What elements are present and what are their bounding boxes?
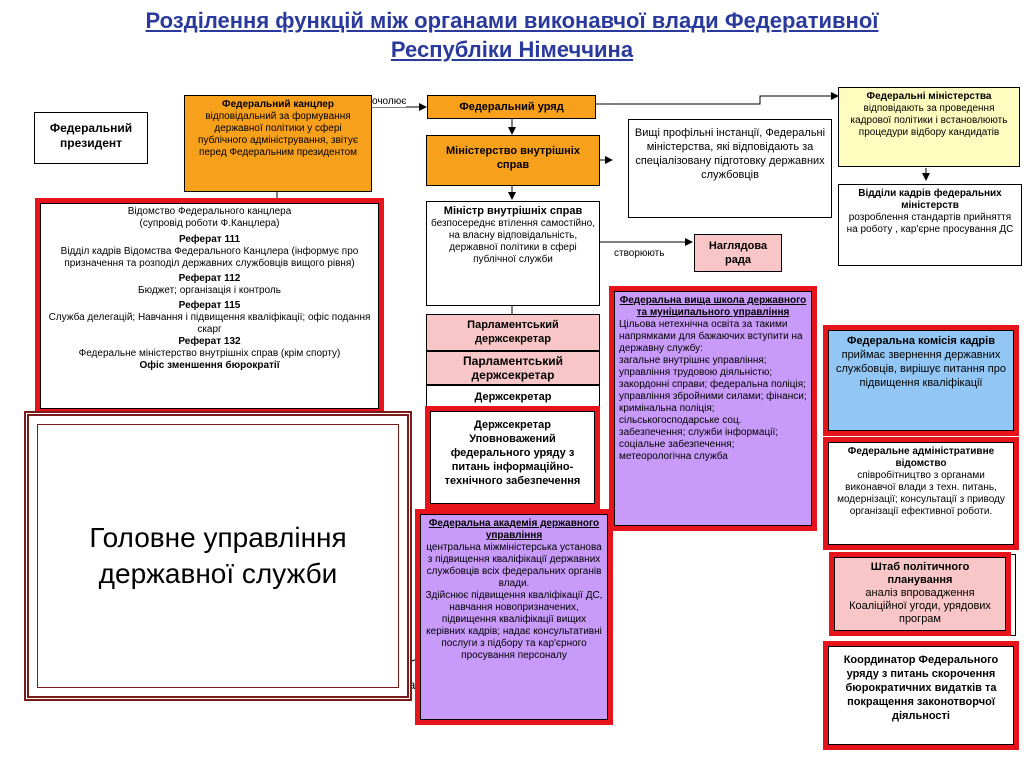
academy-desc: центральна міжміністерська установа з пі…: [426, 542, 602, 589]
policy-staff-desc: аналіз впровадження Коаліційної угоди, у…: [849, 587, 991, 625]
referat-115-head: Реферат 115: [178, 300, 241, 311]
chancellery-sub: (супровід роботи Ф.Канцлера): [139, 218, 280, 229]
chancellery-name: Відомство Федерального канцлера: [127, 206, 292, 217]
chancellor-name: Федеральний канцлер: [222, 99, 334, 110]
higher-school-name: Федеральна вища школа державного та муні…: [619, 295, 807, 318]
page-title: Розділення функцій між органами виконавч…: [0, 6, 1024, 64]
personnel-departments-box: Відділи кадрів федеральних міністерств р…: [838, 184, 1022, 266]
referat-112-text: Бюджет; організація і контроль: [138, 285, 281, 296]
federal-government-box: Федеральний уряд: [427, 95, 596, 119]
interior-ministry-box: Міністерство внутрішніх справ: [426, 135, 600, 186]
title-line-2: Республіки Німеччина: [390, 37, 634, 62]
referat-111-head: Реферат 111: [178, 234, 241, 245]
departments-desc: розроблення стандартів прийняття на робо…: [846, 212, 1014, 235]
arrow-government-ministries: [596, 92, 839, 105]
interior-minister-box: Міністр внутрішніх справ безпосереднє вт…: [426, 201, 600, 306]
federal-chancellor-box: Федеральний канцлер відповідальний за фо…: [184, 95, 372, 192]
higher-school-box: Федеральна вища школа державного та муні…: [609, 286, 817, 531]
commission-desc: приймає звернення державних службовців, …: [835, 349, 1007, 389]
higher-school-list: загальне внутрішнє управління; управлінн…: [619, 355, 807, 462]
academy-name: Федеральна академія державного управлінн…: [428, 518, 600, 541]
state-secretary-box: Держсекретар: [426, 385, 600, 409]
commission-name: Федеральна комісія кадрів: [847, 335, 995, 347]
federal-president-box: Федеральний президент: [34, 112, 148, 164]
referat-115-text: Служба делегацій; Навчання і підвищення …: [48, 312, 371, 335]
parl-secretary-1-box: Парламентський держсекретар: [426, 314, 600, 351]
federal-ministries-box: Федеральні міністерства відповідають за …: [838, 87, 1020, 167]
ministries-desc: відповідають за проведення кадрової полі…: [850, 103, 1008, 138]
departments-name: Відділи кадрів федеральних міністерств: [858, 188, 1002, 211]
referat-112-head: Реферат 112: [178, 273, 241, 284]
label-create: створюють: [614, 248, 665, 259]
referat-132-text: Федеральне міністерство внутрішніх справ…: [78, 348, 341, 359]
main-directorate-box: Головне управління державної служби: [24, 411, 412, 701]
policy-staff-name: Штаб політичного планування: [870, 561, 970, 586]
state-secretary-it-box: Держсекретар Уповноважений федерального …: [425, 406, 600, 509]
coordinator-box: Координатор Федерального уряду з питань …: [823, 641, 1019, 750]
minister-desc: безпосереднє втілення самостійно, на вла…: [431, 218, 595, 265]
label-heads: очолює: [372, 96, 407, 107]
chancellor-desc: відповідальний за формування державної п…: [198, 111, 358, 158]
academy-desc2: Здійснює підвищення кваліфікації ДС, нав…: [425, 590, 603, 661]
main-directorate-label: Головне управління державної служби: [89, 522, 347, 589]
parl-secretary-2-box: Парламентський держсекретар: [426, 351, 600, 385]
referat-132-head: Реферат 132: [178, 336, 241, 347]
chancellery-office-box: Відомство Федерального канцлера (супрові…: [35, 198, 384, 414]
higher-instances-box: Вищі профільні інстанції, Федеральні мін…: [628, 119, 832, 218]
personnel-commission-box: Федеральна комісія кадрів приймає зверне…: [823, 325, 1019, 436]
higher-school-desc: Цільова нетехнічна освіта за такими напр…: [619, 319, 803, 354]
referat-111-text: Відділ кадрів Відомства Федерального Кан…: [60, 246, 359, 269]
title-line-1: Розділення функцій між органами виконавч…: [145, 8, 879, 33]
supervisory-board-box: Наглядова рада: [694, 234, 782, 272]
admin-office-box: Федеральне адміністративне відомство спі…: [823, 437, 1019, 550]
bureaucracy-office: Офіс зменшення бюрократії: [139, 360, 280, 371]
policy-staff-box: Штаб політичного планування аналіз впров…: [829, 552, 1011, 636]
main-directorate-inner: Головне управління державної служби: [37, 424, 399, 688]
ministries-name: Федеральні міністерства: [866, 91, 992, 102]
admin-office-desc: співробітництво з органами виконавчої вл…: [837, 470, 1005, 517]
admin-office-name: Федеральне адміністративне відомство: [847, 446, 995, 469]
academy-box: Федеральна академія державного управлінн…: [415, 509, 613, 725]
minister-name: Міністр внутрішніх справ: [443, 205, 583, 217]
